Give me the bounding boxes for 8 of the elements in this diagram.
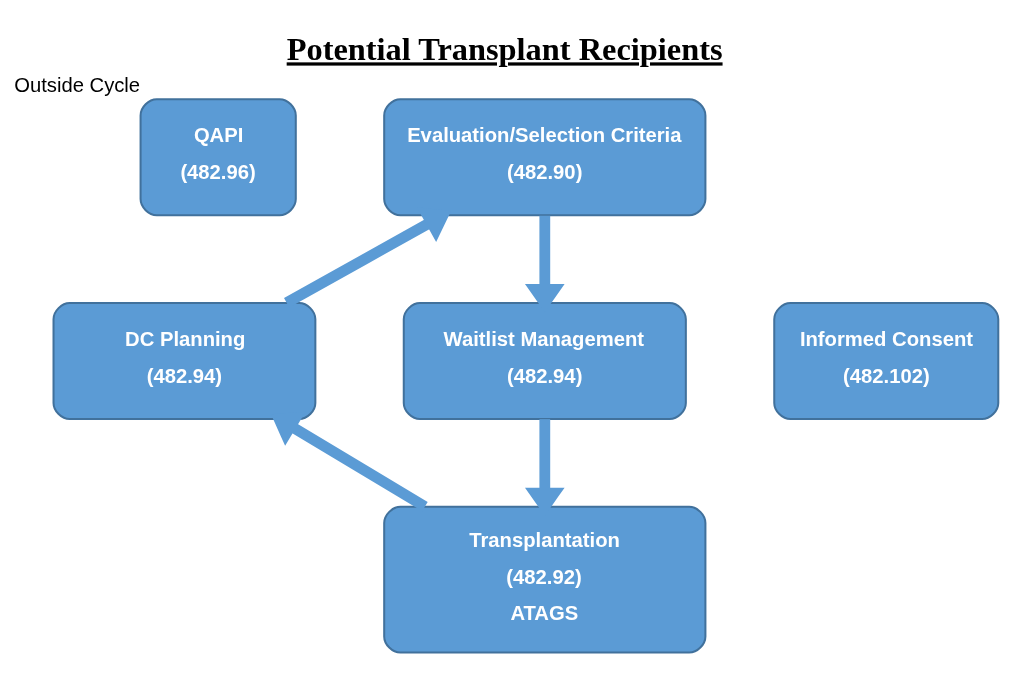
node-box: Evaluation/Selection Criteria (482.90) xyxy=(383,98,707,217)
node-box: DC Planning (482.94) xyxy=(52,302,317,421)
node-box: Transplantation (482.92) ATAGS xyxy=(383,505,707,654)
node-box: Waitlist Management (482.94) xyxy=(402,302,687,421)
node-box: QAPI (482.96) xyxy=(139,98,297,217)
node-label: Outside Cycle xyxy=(14,74,141,97)
node-box: Informed Consent (482.102) xyxy=(773,302,1000,421)
diagram-title: Potential Transplant Recipients xyxy=(286,31,723,68)
